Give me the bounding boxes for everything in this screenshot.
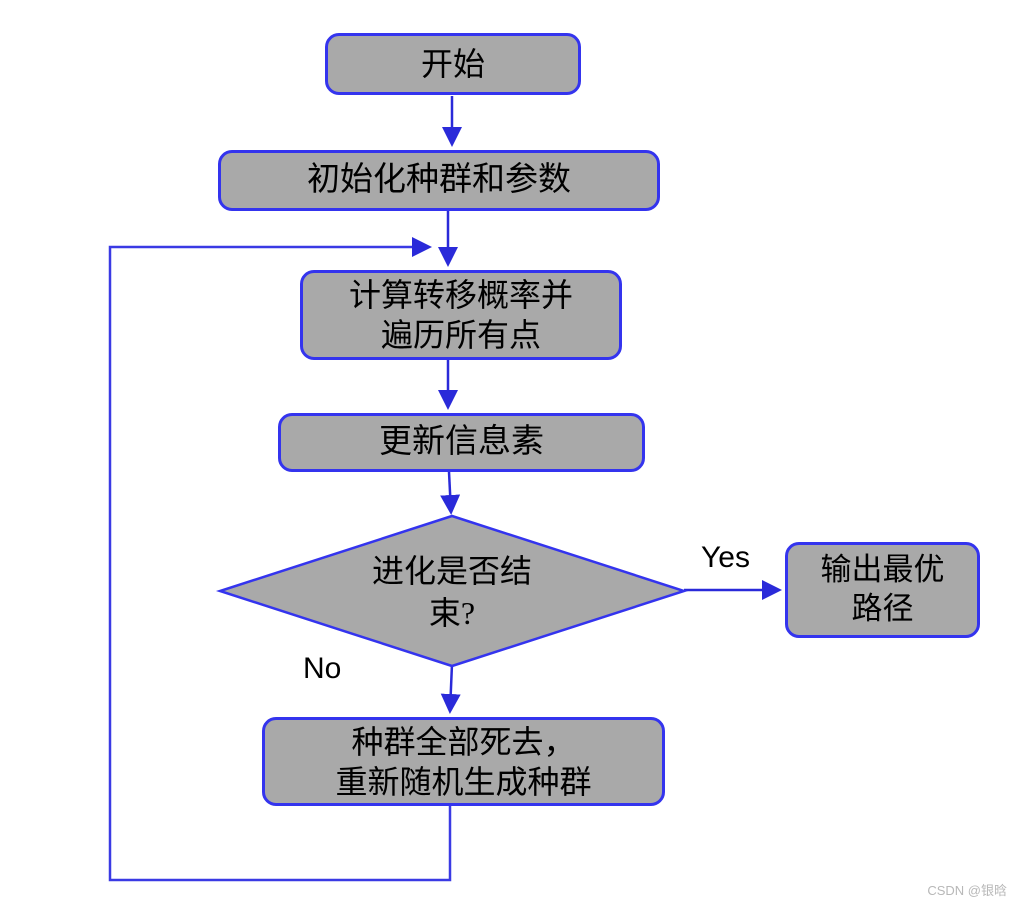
watermark: CSDN @银晗 [927,883,1007,898]
node-decision-evolution-end-label: 进化是否结 束? [371,553,532,631]
arrow-decision-no-to-regen [440,663,461,714]
node-start: 开始 [325,33,581,95]
arrow-loopback-to-compute [108,237,452,882]
node-regenerate-population-label: 种群全部死去， 重新随机生成种群 [335,723,592,800]
node-decision-shape [215,514,689,668]
node-update-pheromone-label: 更新信息素 [379,423,544,460]
node-regenerate-population: 种群全部死去， 重新随机生成种群 [262,717,665,806]
node-output-best-path-label: 输出最优 路径 [820,552,945,626]
node-init-population: 初始化种群和参数 [218,150,660,211]
node-compute-transition-probability: 计算转移概率并 遍历所有点 [300,270,622,360]
node-compute-transition-probability-label: 计算转移概率并 遍历所有点 [348,277,573,353]
node-init-population-label: 初始化种群和参数 [307,161,571,198]
arrow-update-to-decision [440,471,461,515]
node-update-pheromone: 更新信息素 [278,413,645,472]
node-start-label: 开始 [420,46,485,82]
edge-label-no: No [303,652,342,685]
node-output-best-path: 输出最优 路径 [785,542,980,638]
edge-label-yes: Yes [701,541,750,574]
